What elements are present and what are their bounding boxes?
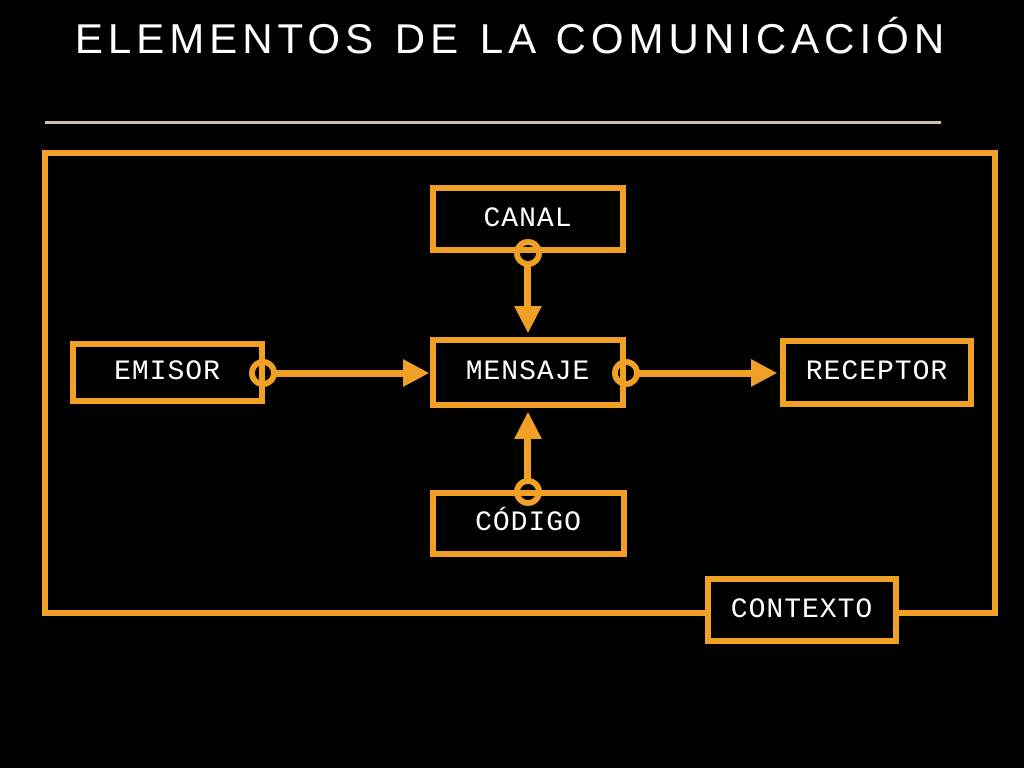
arrow-mensaje-to-receptor-head <box>751 359 777 387</box>
diagram-frame <box>42 150 998 616</box>
node-contexto-label: CONTEXTO <box>730 594 874 626</box>
port-circle-emisor <box>249 359 277 387</box>
node-canal-label: CANAL <box>483 203 573 235</box>
slide-title: ELEMENTOS DE LA COMUNICACIÓN <box>74 15 950 62</box>
node-receptor: RECEPTOR <box>780 338 974 407</box>
arrow-canal-to-mensaje-head <box>514 306 542 333</box>
node-codigo-label: CÓDIGO <box>475 508 582 539</box>
node-contexto: CONTEXTO <box>705 576 899 644</box>
arrow-codigo-to-mensaje-shaft <box>524 438 531 480</box>
port-circle-mensaje <box>612 359 640 387</box>
node-mensaje: MENSAJE <box>430 337 626 408</box>
arrow-emisor-to-mensaje-head <box>403 359 429 387</box>
arrow-canal-to-mensaje-shaft <box>524 266 531 307</box>
arrow-mensaje-to-receptor-shaft <box>639 370 752 377</box>
node-emisor: EMISOR <box>70 341 265 404</box>
arrow-codigo-to-mensaje-head <box>514 412 542 439</box>
arrow-emisor-to-mensaje-shaft <box>276 370 404 377</box>
node-emisor-label: EMISOR <box>114 357 221 388</box>
node-receptor-label: RECEPTOR <box>805 357 949 388</box>
node-mensaje-label: MENSAJE <box>465 357 591 388</box>
port-circle-codigo <box>514 478 542 506</box>
port-circle-canal <box>514 239 542 267</box>
title-underline <box>45 121 941 124</box>
